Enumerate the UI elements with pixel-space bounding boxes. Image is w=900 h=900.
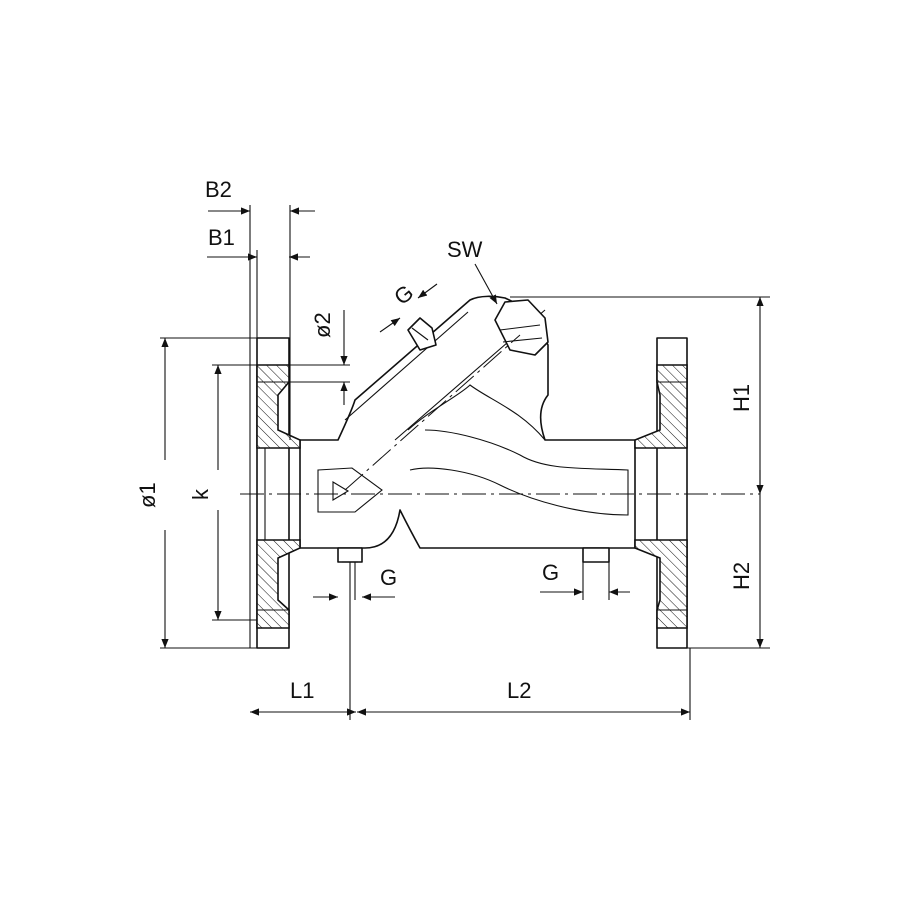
- dimension-h1-h2: H1 H2: [510, 296, 770, 649]
- label-b1: B1: [208, 225, 235, 250]
- label-d2: ø2: [310, 312, 335, 338]
- diagonal-centerline: [344, 334, 521, 491]
- label-b2: B2: [205, 177, 232, 202]
- dimension-b2: B2: [205, 177, 315, 648]
- dimension-g-right: G: [540, 560, 630, 600]
- label-l2: L2: [507, 678, 531, 703]
- label-g-right: G: [542, 560, 559, 585]
- strainer-screen: [407, 384, 546, 441]
- flow-plate: [317, 467, 383, 513]
- drain-port-right: [582, 547, 610, 563]
- label-g-left: G: [380, 565, 397, 590]
- valve-body: [299, 295, 636, 563]
- body-outline: [299, 295, 636, 549]
- top-g-port: [407, 317, 437, 351]
- dimension-sw: SW: [447, 237, 498, 305]
- label-h2: H2: [729, 562, 754, 590]
- strainer-screen-lower: [409, 429, 629, 516]
- dimension-l1-l2: L1 L2: [250, 648, 691, 720]
- bore-line-1: [344, 311, 469, 421]
- label-l1: L1: [290, 678, 314, 703]
- right-flange: [634, 337, 688, 649]
- dimension-b1: B1: [207, 225, 310, 338]
- label-sw: SW: [447, 237, 483, 262]
- top-plug: [494, 299, 549, 356]
- dimension-g-left: G: [313, 562, 397, 720]
- drain-port-left: [337, 547, 363, 563]
- dimension-d2: ø2: [289, 310, 350, 405]
- dimension-d1: ø1: [135, 337, 257, 649]
- label-k: k: [188, 488, 213, 500]
- dimension-k: k: [188, 364, 257, 621]
- label-h1: H1: [729, 384, 754, 412]
- label-d1: ø1: [135, 482, 160, 508]
- label-g-top: G: [389, 280, 418, 310]
- flow-arrow-icon: [332, 481, 350, 501]
- left-flange: [256, 337, 301, 649]
